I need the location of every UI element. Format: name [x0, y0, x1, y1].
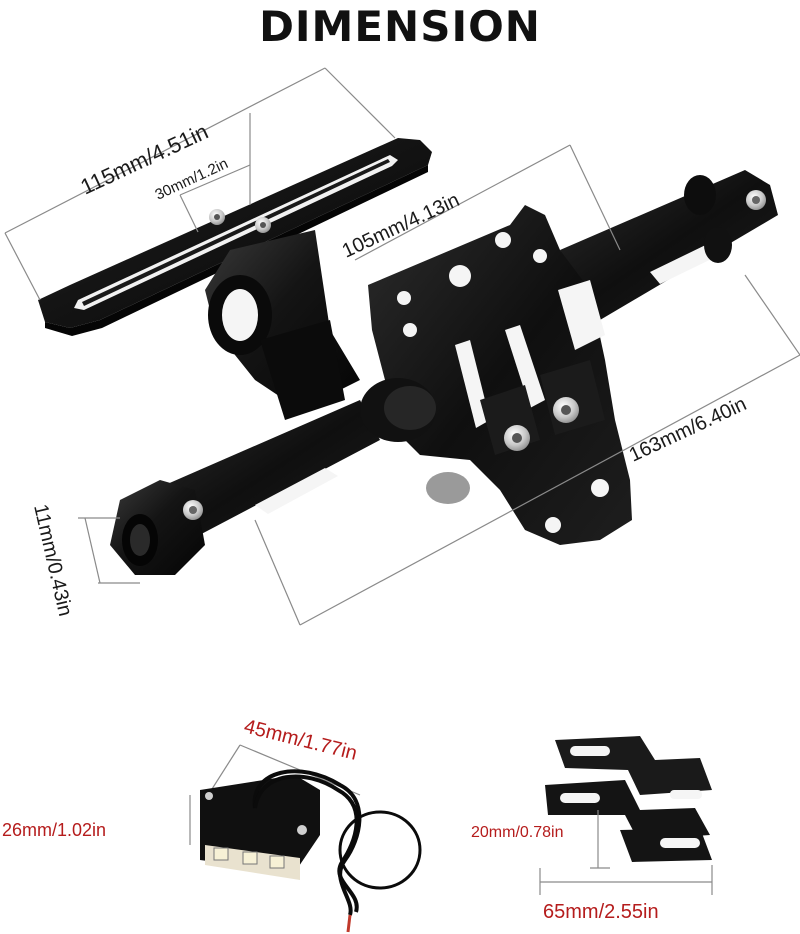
- mount-width-label: 65mm/2.55in: [543, 901, 659, 923]
- plate-backing: [360, 205, 632, 545]
- upper-arm: [560, 170, 778, 320]
- l-mount-bracket: [539, 736, 713, 895]
- mount-height-label: 20mm/0.78in: [471, 824, 564, 841]
- dimension-lines-main: [4, 67, 800, 626]
- light-height-label: 26mm/1.02in: [2, 820, 106, 840]
- bolt-diameter-label: 11mm/0.43in: [29, 502, 76, 618]
- top-mount-plate: [38, 138, 432, 336]
- pivot-clamp: [205, 230, 360, 420]
- led-light-unit: [189, 744, 422, 933]
- arm-length-label: 163mm/6.40in: [626, 393, 750, 467]
- license-plate-bracket: [38, 138, 778, 575]
- lower-arm: [110, 400, 380, 575]
- page-title: DIMENSION: [259, 2, 541, 51]
- light-length-label: 45mm/1.77in: [242, 716, 360, 765]
